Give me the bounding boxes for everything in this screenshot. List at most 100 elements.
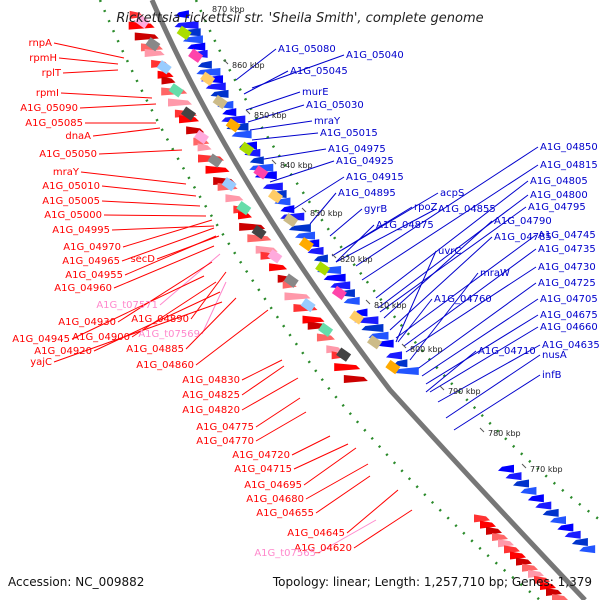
left-gene-label[interactable]: A1G_04955 [65,270,123,281]
left-gene-label[interactable]: A1G_04995 [52,225,110,236]
left-gene-label[interactable]: mraY [53,167,80,178]
forward-gene[interactable] [302,315,325,324]
forward-gene[interactable] [134,32,159,41]
right-gene-label[interactable]: A1G_04790 [494,216,552,227]
left-gene-label[interactable]: A1G_04825 [182,390,240,401]
forward-gene[interactable] [343,374,368,383]
left-gene-label[interactable]: A1G_05000 [44,210,102,221]
reverse-gene[interactable] [542,508,559,517]
left-gene-label[interactable]: A1G_04770 [196,436,254,447]
left-gene-label[interactable]: A1G_04645 [287,528,345,539]
feature-block[interactable] [207,153,223,168]
left-gene-label[interactable]: A1G_05050 [39,149,97,160]
right-gene-label[interactable]: acpS [440,188,464,199]
left-gene-label[interactable]: A1G_04715 [234,464,292,475]
reverse-gene[interactable] [498,464,514,473]
left-gene-label[interactable]: dnaA [65,131,91,142]
left-gene-label[interactable]: A1G_04885 [126,344,184,355]
right-gene-label[interactable]: rpoZ [414,202,438,213]
feature-block[interactable] [268,189,284,204]
forward-gene[interactable] [486,526,502,535]
feature-block[interactable] [251,225,267,240]
feature-block[interactable] [239,141,255,156]
reverse-gene[interactable] [288,224,311,233]
feature-block[interactable] [336,347,352,362]
right-gene-label[interactable]: A1G_04850 [540,142,598,153]
forward-gene[interactable] [474,514,490,523]
right-gene-label[interactable]: infB [542,370,562,381]
right-gene-label[interactable]: A1G_04730 [538,262,596,273]
forward-gene[interactable] [504,545,520,554]
reverse-gene[interactable] [262,182,283,191]
reverse-gene[interactable] [221,115,246,124]
left-gene-label[interactable]: A1G_05005 [42,196,100,207]
left-gene-label[interactable]: rpmH [29,53,57,64]
right-gene-label[interactable]: A1G_04925 [336,156,394,167]
right-gene-label[interactable]: A1G_05045 [290,66,348,77]
right-gene-label[interactable]: A1G_04875 [376,220,434,231]
right-gene-label[interactable]: mraY [314,116,341,127]
left-gene-label[interactable]: rplT [42,68,62,79]
forward-gene[interactable] [161,76,176,85]
right-gene-label[interactable]: A1G_05015 [320,128,378,139]
feature-block[interactable] [225,118,241,133]
reverse-gene[interactable] [280,205,295,214]
reverse-gene[interactable] [394,367,419,376]
reverse-gene[interactable] [249,156,264,165]
forward-gene[interactable] [247,234,272,243]
reverse-gene[interactable] [307,246,324,255]
right-gene-label[interactable]: uvrC [438,246,461,257]
feature-block[interactable] [193,129,209,145]
reverse-gene[interactable] [174,21,199,30]
reverse-gene[interactable] [557,523,574,532]
left-gene-label[interactable]: A1G_04965 [62,256,120,267]
left-gene-label[interactable]: A1G_04720 [232,450,290,461]
forward-gene[interactable] [510,551,526,560]
reverse-gene[interactable] [295,231,316,240]
left-gene-label[interactable]: A1G_04960 [54,283,112,294]
feature-block[interactable] [134,14,150,29]
forward-gene[interactable] [498,539,514,548]
forward-gene[interactable] [205,165,230,174]
forward-gene[interactable] [316,333,335,342]
left-gene-label[interactable]: A1G_05085 [25,118,83,129]
forward-gene[interactable] [269,263,288,272]
forward-gene[interactable] [334,363,361,372]
right-gene-label[interactable]: A1G_04975 [328,144,386,155]
left-gene-label[interactable]: A1G_04775 [196,422,254,433]
left-gene-label[interactable]: rnpA [29,38,53,49]
left-gene-label[interactable]: A1G_04945 [12,334,70,345]
feature-block[interactable] [180,106,196,121]
feature-block[interactable] [367,335,382,350]
right-gene-label[interactable]: A1G_04895 [338,188,396,199]
feature-block[interactable] [283,273,299,288]
right-gene-label[interactable]: A1G_04635 [542,340,600,351]
reverse-gene[interactable] [579,545,596,554]
left-gene-label[interactable]: yajC [30,357,52,368]
reverse-gene[interactable] [361,323,384,332]
feature-block[interactable] [267,249,283,264]
right-gene-label[interactable]: A1G_04745 [538,230,596,241]
feature-block[interactable] [385,359,401,375]
forward-gene[interactable] [144,48,165,57]
feature-block[interactable] [283,213,299,228]
left-gene-label[interactable]: A1G_t07569 [138,329,200,340]
left-gene-label[interactable]: A1G_t07571 [96,300,158,311]
right-gene-label[interactable]: A1G_04725 [538,278,596,289]
left-gene-label[interactable]: rpmI [36,88,59,99]
feature-block[interactable] [300,298,316,313]
forward-gene[interactable] [552,593,568,600]
reverse-gene[interactable] [231,130,252,139]
reverse-gene[interactable] [222,108,237,117]
left-gene-label[interactable]: A1G_04695 [244,480,302,491]
left-gene-label[interactable]: A1G_04970 [63,242,121,253]
feature-block[interactable] [145,37,161,52]
forward-gene[interactable] [284,292,311,301]
left-gene-label[interactable]: A1G_04620 [294,543,352,554]
reverse-gene[interactable] [210,89,229,98]
reverse-gene[interactable] [505,472,522,481]
left-gene-label[interactable]: A1G_04680 [246,494,304,505]
forward-gene[interactable] [480,520,496,529]
feature-block[interactable] [236,201,252,216]
reverse-gene[interactable] [343,296,360,305]
